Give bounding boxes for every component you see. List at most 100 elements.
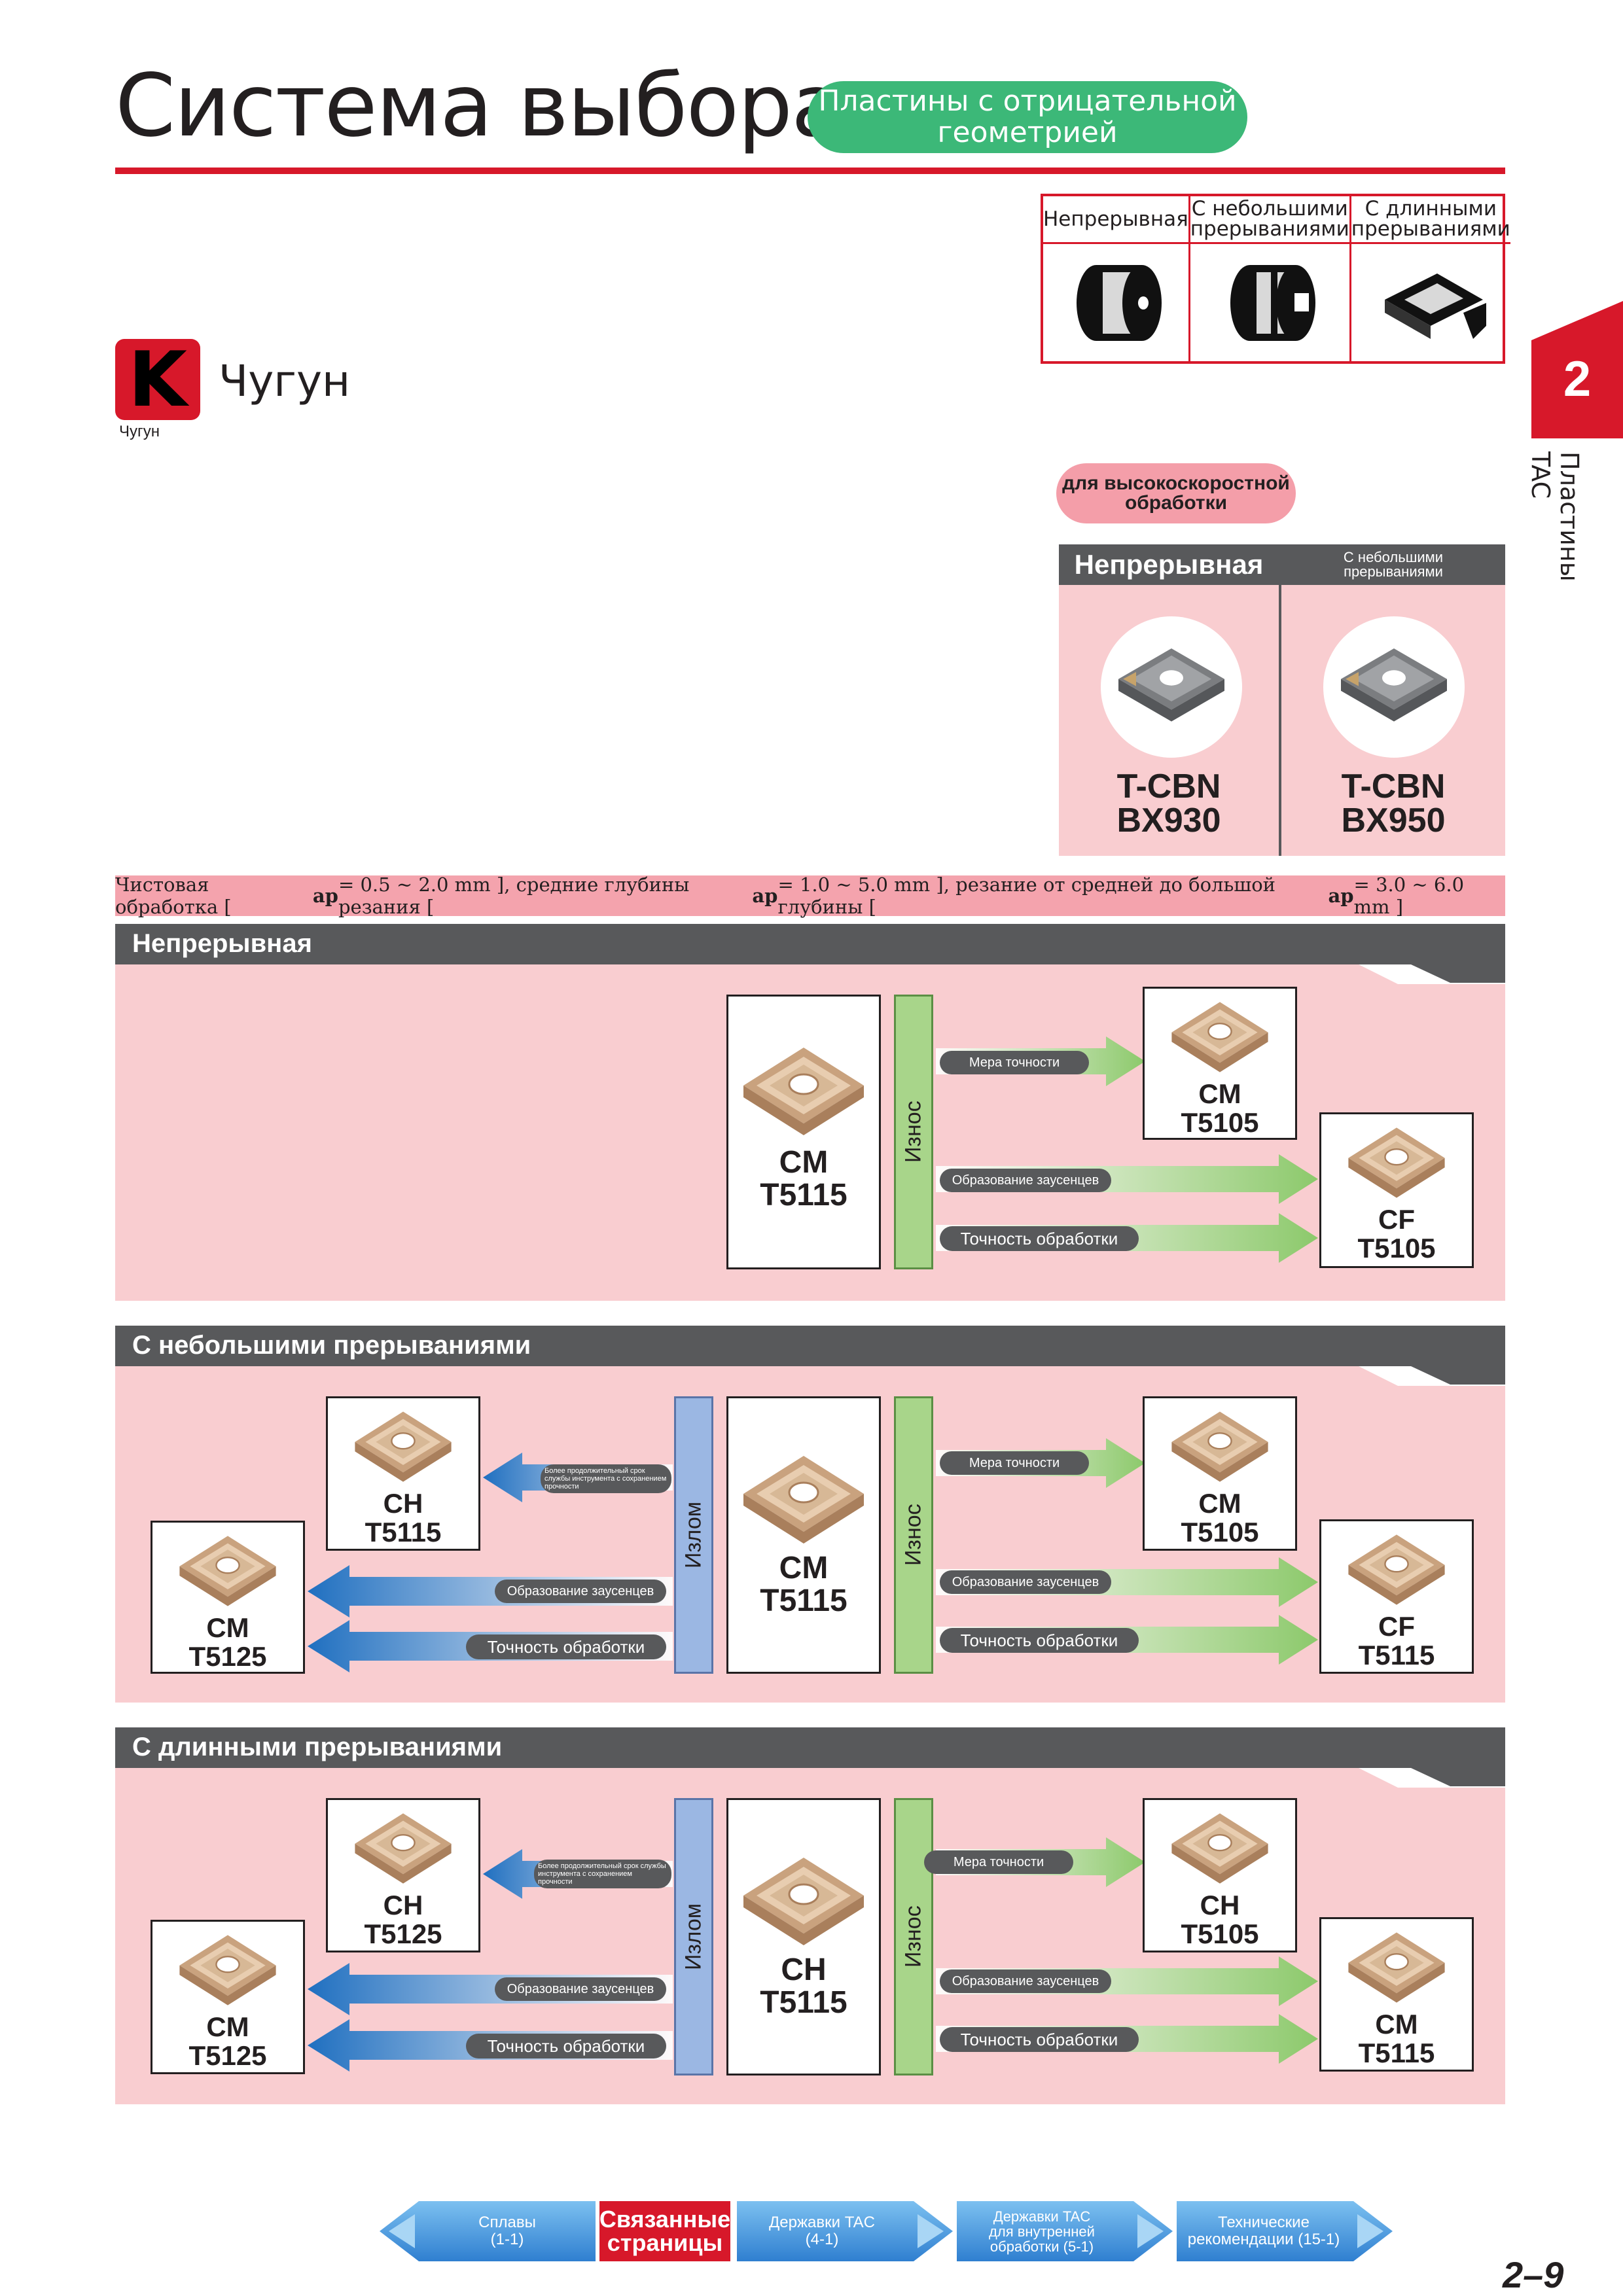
footer-tech-line2: рекомендации (15-1) — [1187, 2231, 1340, 2248]
section-head-heavy: С длинными прерываниями — [115, 1727, 1505, 1786]
insert-shape: CM — [206, 1612, 249, 1643]
insert-card[interactable]: CM T5105 — [1143, 987, 1297, 1140]
insert-card[interactable]: CM T5115 — [726, 995, 881, 1269]
legend-continuous: Непрерывная — [1043, 196, 1190, 361]
insert-icon — [1171, 1411, 1269, 1483]
insert-card[interactable]: CF T5115 — [1319, 1519, 1474, 1674]
insert-card[interactable]: CM T5105 — [1143, 1396, 1297, 1551]
wear-label: Износ — [901, 1101, 926, 1163]
chapter-tab: 2 — [1531, 301, 1623, 438]
insert-card[interactable]: CH T5125 — [326, 1798, 480, 1952]
insert-shape: CM — [1375, 2009, 1418, 2040]
cbn-grade-bx950: T-CBN BX950 — [1281, 769, 1505, 838]
tag-burr: Образование заусенцев — [940, 1570, 1111, 1594]
ap-text-2: = 0.5 ~ 2.0 mm ], средние глубины резани… — [338, 874, 690, 918]
insert-code: T5125 — [364, 1918, 442, 1950]
insert-icon — [1347, 1534, 1446, 1606]
footer-holders-line2: (4-1) — [805, 2231, 839, 2248]
insert-icon — [1171, 1001, 1269, 1073]
insert-card[interactable]: CM T5125 — [151, 1521, 305, 1674]
footer-holders-label: Державки TAC(4-1) — [737, 2201, 907, 2261]
cbn-head-continuous: Непрерывная — [1059, 544, 1279, 585]
section-title: С небольшими прерываниями — [132, 1331, 531, 1360]
cbn-head-light-line1: С небольшими — [1343, 549, 1444, 565]
footer-alloys-line2: (1-1) — [490, 2231, 524, 2248]
footer-holders-line1: Державки TAC — [769, 2214, 875, 2231]
insert-icon — [179, 1934, 277, 2006]
insert-grade: CM T5105 — [1145, 1489, 1295, 1547]
insert-code: T5125 — [188, 2040, 267, 2072]
wear-bar: Износ — [894, 995, 933, 1269]
section-body-continuous: CM T5115 Износ Мера точности Образование… — [115, 964, 1505, 1301]
footer-related-line2: страницы — [607, 2229, 723, 2256]
insert-icon — [354, 1411, 452, 1483]
ap-text-4: = 3.0 ~ 6.0 mm ] — [1353, 874, 1465, 918]
arrow-right-icon — [1177, 2201, 1393, 2261]
ap-text-1: Чистовая обработка [ — [115, 874, 232, 918]
tag-precision-measure: Мера точности — [924, 1850, 1073, 1874]
insert-card[interactable]: CM T5125 — [151, 1920, 305, 2074]
footer-alloys-line1: Сплавы — [478, 2214, 536, 2231]
header-divider — [115, 168, 1505, 174]
insert-shape: CM — [1198, 1078, 1241, 1109]
insert-card[interactable]: CF T5105 — [1319, 1112, 1474, 1268]
insert-card[interactable]: CM T5115 — [726, 1396, 881, 1674]
chapter-label: Пластины TAC — [1526, 451, 1584, 582]
insert-grade: CM T5115 — [728, 1146, 879, 1212]
insert-card[interactable]: CH T5115 — [726, 1798, 881, 2075]
insert-grade: CM T5115 — [728, 1551, 879, 1618]
high-speed-line2: обработки — [1124, 492, 1228, 514]
light-interrupted-workpiece-icon — [1190, 244, 1349, 361]
cbn-circle-1 — [1101, 616, 1242, 758]
insert-code: T5105 — [1181, 1107, 1259, 1139]
arrow-left-icon — [308, 1565, 673, 1617]
insert-card[interactable]: CH T5105 — [1143, 1798, 1297, 1952]
page-title: Система выбора — [115, 56, 844, 156]
insert-shape: CH — [383, 1488, 423, 1519]
insert-card[interactable]: CH T5115 — [326, 1396, 480, 1551]
wear-label: Износ — [901, 1504, 926, 1566]
footer-related-line1: Связанные — [599, 2206, 731, 2233]
insert-icon — [179, 1535, 277, 1607]
insert-icon — [354, 1812, 452, 1884]
insert-grade: CF T5105 — [1321, 1205, 1472, 1263]
insert-grade: CH T5125 — [328, 1890, 478, 1950]
footer-tech-line1: Технические — [1218, 2214, 1310, 2231]
insert-icon — [742, 1856, 865, 1947]
material-k-caption: Чугун — [119, 423, 160, 440]
fracture-label: Излом — [681, 1501, 706, 1569]
tag-long-life: Более продолжительный срок службы инстру… — [541, 1464, 671, 1493]
footer-alloys-link[interactable]: Сплавы(1-1) — [380, 2201, 596, 2261]
material-k-icon: K — [115, 336, 200, 424]
cbn-grade-2-line1: T-CBN — [1341, 768, 1446, 805]
geometry-badge: Пластины с отрицательной геометрией — [808, 81, 1247, 153]
footer-holders-link[interactable]: Державки TAC(4-1) — [737, 2201, 953, 2261]
arrow-right-icon — [737, 2201, 953, 2261]
tag-burr: Образование заусенцев — [940, 1169, 1111, 1192]
insert-icon — [1347, 1932, 1446, 2004]
tag-burr-left: Образование заусенцев — [495, 1580, 666, 1603]
tag-burr-left: Образование заусенцев — [495, 1977, 666, 2001]
insert-shape: CH — [1200, 1890, 1240, 1920]
arrow-right-icon — [957, 2201, 1173, 2261]
cbn-grade-bx930: T-CBN BX930 — [1059, 769, 1279, 838]
legend-heavy-line1: С длинными — [1364, 197, 1497, 221]
insert-card[interactable]: CM T5115 — [1319, 1917, 1474, 2072]
fracture-label: Излом — [681, 1903, 706, 1971]
insert-shape: CF — [1378, 1204, 1415, 1235]
insert-shape: CM — [1198, 1488, 1241, 1519]
section-title: С длинными прерываниями — [132, 1733, 503, 1761]
wear-label: Износ — [901, 1905, 926, 1968]
insert-icon — [1347, 1127, 1446, 1199]
legend-head-continuous: Непрерывная — [1043, 196, 1188, 244]
tag-burr: Образование заусенцев — [940, 1969, 1111, 1993]
